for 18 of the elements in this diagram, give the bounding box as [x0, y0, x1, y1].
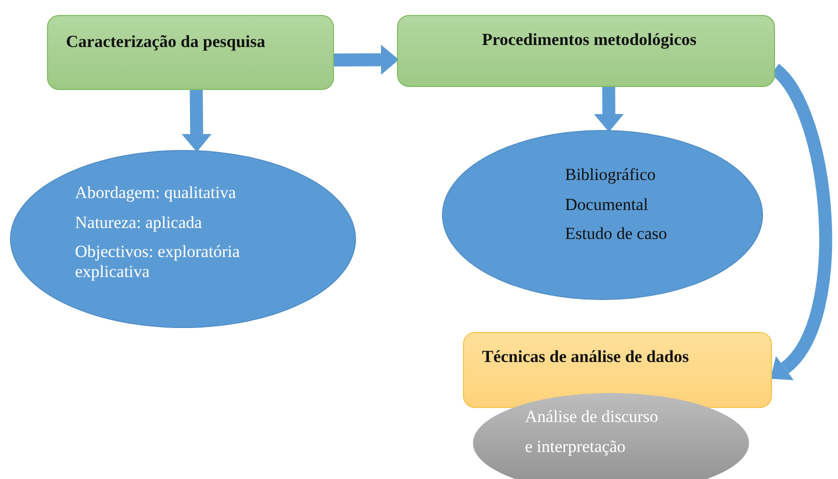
- block-arrow: [334, 44, 399, 75]
- process-box: [47, 15, 334, 90]
- node-text: Caracterização da pesquisa: [66, 32, 266, 52]
- node-text: Objectivos: exploratória explicativa: [75, 242, 241, 282]
- node-text: Procedimentos metodológicos: [482, 30, 698, 50]
- process-box: [397, 15, 775, 87]
- block-arrow: [594, 86, 624, 132]
- node-text: Abordagem: qualitativa: [75, 183, 237, 203]
- node-text: Bibliográfico: [565, 165, 657, 185]
- node-text: Técnicas de análise de dados: [482, 347, 690, 367]
- node-text: Natureza: aplicada: [75, 212, 203, 232]
- node-text: e interpretação: [525, 436, 627, 456]
- node-text: Documental: [565, 194, 650, 214]
- process-box: [463, 332, 772, 408]
- node-text: Análise de discurso: [525, 407, 660, 427]
- block-arrow: [770, 64, 832, 382]
- block-arrow: [182, 90, 212, 152]
- node-text: Estudo de caso: [565, 224, 668, 244]
